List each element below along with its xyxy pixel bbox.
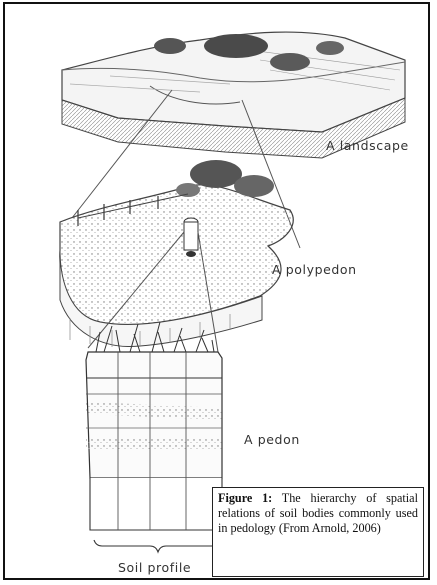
figure-caption: Figure 1: The hierarchy of spatial relat… [212,487,424,577]
label-pedon: A pedon [244,432,300,447]
pedon-column [86,322,222,552]
label-soil-profile: Soil profile [118,560,191,575]
caption-label: Figure 1: [218,491,272,505]
label-landscape: A landscape [326,138,409,153]
label-polypedon: A polypedon [272,262,357,277]
